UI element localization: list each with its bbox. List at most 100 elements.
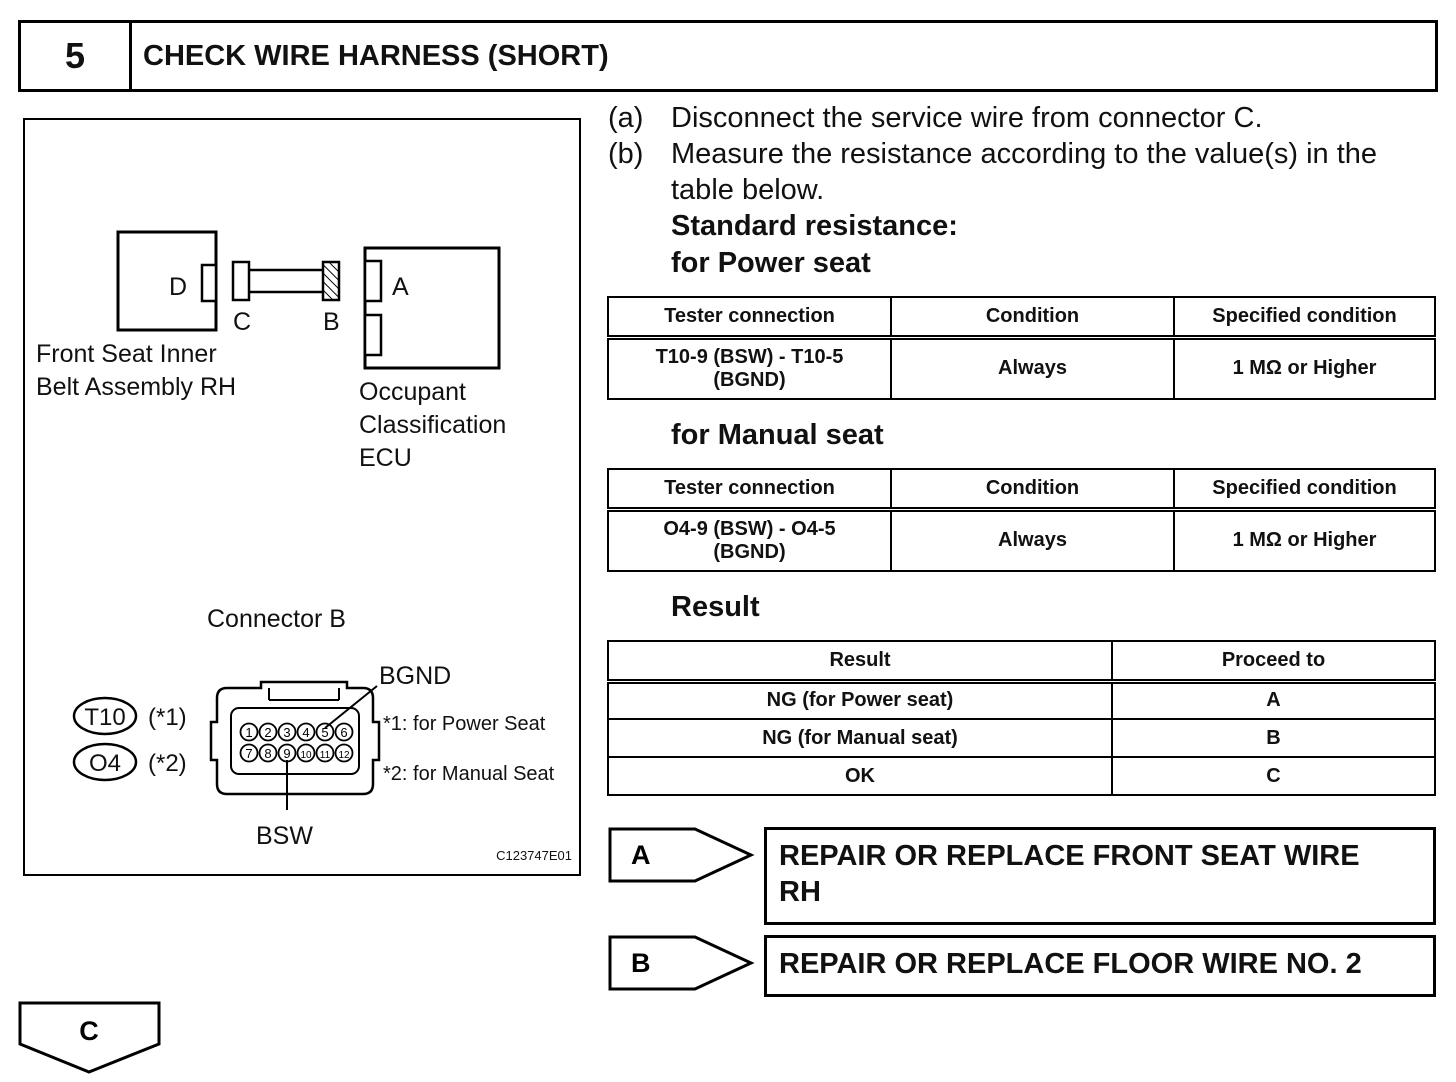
table-row: NG (for Manual seat) B xyxy=(607,718,1436,758)
table-header: Tester connection xyxy=(607,468,892,512)
connector-pin xyxy=(239,722,259,742)
connector-c-label: C xyxy=(233,308,251,336)
note2-text: *2: for Manual Seat xyxy=(383,763,555,785)
connector-pin-number: 4 xyxy=(302,725,309,740)
ecu-label-1: Occupant xyxy=(359,378,466,406)
table-header: Specified condition xyxy=(1173,468,1436,512)
connector-d-label: D xyxy=(169,273,187,301)
table-row: OK C xyxy=(607,756,1436,796)
connector-b-title: Connector B xyxy=(207,605,346,633)
connector-pin xyxy=(334,743,354,763)
step-number: 5 xyxy=(21,23,132,89)
connector-c-plug xyxy=(231,260,251,302)
connector-pin xyxy=(315,722,335,742)
tester-connection-cell: O4-9 (BSW) - O4-5 (BGND) xyxy=(607,508,892,572)
table-header: Condition xyxy=(890,296,1175,340)
connector-pin xyxy=(315,743,335,763)
connector-pin-number: 8 xyxy=(264,746,271,761)
connector-d-socket xyxy=(200,263,218,303)
connector-pin xyxy=(334,722,354,742)
connector-b-inner-frame xyxy=(230,707,360,775)
standard-resistance-label: Standard resistance: xyxy=(671,210,958,242)
table-header: Tester connection xyxy=(607,296,892,340)
bgnd-leader xyxy=(324,685,378,729)
ecu-label-3: ECU xyxy=(359,444,412,472)
o4-badge xyxy=(72,742,138,782)
outcome-b-box: REPAIR OR REPLACE FLOOR WIRE NO. 2 xyxy=(764,935,1436,997)
connector-pin xyxy=(258,743,278,763)
power-seat-heading: for Power seat xyxy=(671,247,871,279)
connector-pin xyxy=(239,743,259,763)
table-header: Result xyxy=(607,640,1113,684)
connector-a-label: A xyxy=(392,273,409,301)
outcome-b-label: B xyxy=(631,948,651,978)
ecu-second-socket xyxy=(363,313,383,357)
bsw-label: BSW xyxy=(256,822,313,850)
proceed-cell: A xyxy=(1111,680,1436,720)
outcome-a-label: A xyxy=(631,840,651,870)
connector-pin xyxy=(296,722,316,742)
connector-b-plug xyxy=(321,260,341,302)
manual-seat-table: Tester connection Condition Specified co… xyxy=(607,468,1436,572)
table-row: T10-9 (BSW) - T10-5 (BGND) Always 1 MΩ o… xyxy=(607,336,1436,400)
table-header: Condition xyxy=(890,468,1175,512)
bgnd-label: BGND xyxy=(379,662,451,690)
specified-condition-cell: 1 MΩ or Higher xyxy=(1173,336,1436,400)
step-b-letter: (b) xyxy=(608,138,644,170)
step-header: 5 CHECK WIRE HARNESS (SHORT) xyxy=(18,20,1438,92)
wiring-illustration: D C B A Front Seat Inner Belt Assembly R… xyxy=(23,118,581,876)
ecu-box xyxy=(363,246,501,370)
t10-badge xyxy=(72,696,138,736)
condition-cell: Always xyxy=(890,336,1175,400)
outcome-b-text: REPAIR OR REPLACE FLOOR WIRE NO. 2 xyxy=(779,948,1362,980)
condition-cell: Always xyxy=(890,508,1175,572)
connector-b-label: B xyxy=(323,308,340,336)
step-a-letter: (a) xyxy=(608,102,644,134)
table-header: Specified condition xyxy=(1173,296,1436,340)
proceed-cell: B xyxy=(1111,718,1436,758)
connector-pin xyxy=(277,722,297,742)
proceed-cell: C xyxy=(1111,756,1436,796)
connector-pin-number: 1 xyxy=(245,725,252,740)
outcome-a-box: REPAIR OR REPLACE FRONT SEAT WIRE RH xyxy=(764,827,1436,925)
belt-assembly-label-1: Front Seat Inner xyxy=(36,340,217,368)
figure-code: C123747E01 xyxy=(496,848,572,863)
connector-pin-number: 5 xyxy=(321,725,328,740)
tester-connection-line-1: O4-9 (BSW) - O4-5 xyxy=(663,517,836,540)
connector-pin-number: 10 xyxy=(300,750,312,761)
wiring-diagram: D C B A Front Seat Inner Belt Assembly R… xyxy=(36,230,572,863)
t10-label: T10 xyxy=(84,704,125,731)
connector-pin-number: 12 xyxy=(338,750,350,761)
result-cell: OK xyxy=(607,756,1113,796)
note2-ref: (*2) xyxy=(148,750,187,777)
tester-connection-line-2: (BGND) xyxy=(713,540,786,563)
tester-connection-line-1: T10-9 (BSW) - T10-5 xyxy=(655,345,844,368)
connector-pin-number: 11 xyxy=(320,750,331,761)
outcome-a-text-1: REPAIR OR REPLACE FRONT SEAT WIRE xyxy=(779,840,1360,872)
step-title: CHECK WIRE HARNESS (SHORT) xyxy=(143,39,609,72)
table-header: Proceed to xyxy=(1111,640,1436,684)
power-seat-table: Tester connection Condition Specified co… xyxy=(607,296,1436,400)
belt-assembly-label-2: Belt Assembly RH xyxy=(36,373,236,401)
tester-connection-cell: T10-9 (BSW) - T10-5 (BGND) xyxy=(607,336,892,400)
step-a-text: Disconnect the service wire from connect… xyxy=(671,102,1263,134)
table-row: O4-9 (BSW) - O4-5 (BGND) Always 1 MΩ or … xyxy=(607,508,1436,572)
connector-pin-number: 3 xyxy=(283,725,290,740)
result-table: Result Proceed to NG (for Power seat) A … xyxy=(607,640,1436,796)
result-cell: NG (for Power seat) xyxy=(607,680,1113,720)
connector-pin-number: 2 xyxy=(264,725,271,740)
note1-text: *1: for Power Seat xyxy=(383,713,546,735)
result-cell: NG (for Manual seat) xyxy=(607,718,1113,758)
note1-ref: (*1) xyxy=(148,704,187,731)
outcome-c-arrow: C xyxy=(18,1001,161,1074)
connector-pin-number: 7 xyxy=(245,746,252,761)
connector-pin-number: 9 xyxy=(283,746,290,761)
result-heading: Result xyxy=(671,591,760,623)
specified-condition-cell: 1 MΩ or Higher xyxy=(1173,508,1436,572)
connector-a-socket xyxy=(363,259,383,303)
connector-pin xyxy=(296,743,316,763)
outcome-a-text-2: RH xyxy=(779,876,821,908)
connector-b-outline xyxy=(209,680,381,796)
o4-label: O4 xyxy=(89,750,121,777)
